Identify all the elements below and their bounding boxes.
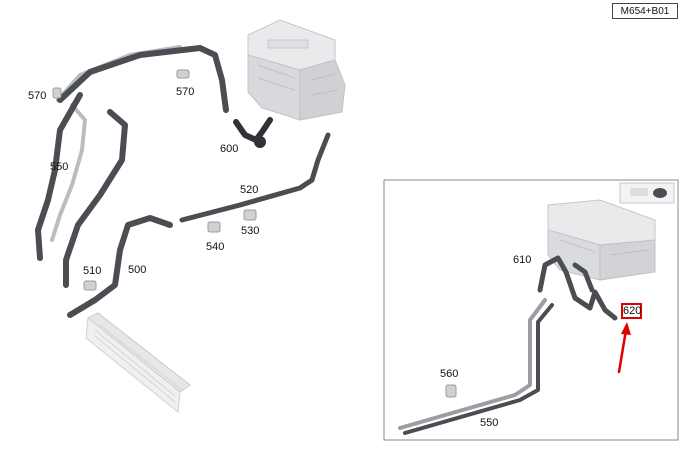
inset-clip-560 [445, 384, 457, 398]
clip-540 [207, 221, 221, 233]
hose-500 [67, 215, 173, 318]
clip-570-left [52, 87, 62, 99]
hose-upper-long [57, 45, 229, 113]
label-550-inset[interactable]: 550 [480, 417, 499, 429]
pipe-550-main-lower [50, 103, 88, 242]
battery-unit [247, 19, 346, 121]
hose-600 [233, 117, 273, 143]
clip-530 [243, 209, 257, 221]
inset-hose-610 [537, 255, 618, 321]
connector-600 [254, 136, 266, 148]
inset-pipe-550-b [403, 303, 554, 435]
inset-thumbnail [619, 182, 675, 204]
label-540[interactable]: 540 [206, 241, 225, 253]
hose-left-outer [35, 92, 83, 261]
label-520[interactable]: 520 [240, 184, 259, 196]
inset-pipe-550-a [398, 298, 547, 430]
label-500[interactable]: 500 [128, 264, 147, 276]
clip-510 [83, 280, 97, 291]
clip-570 [176, 69, 190, 79]
label-550-main[interactable]: 550 [50, 161, 69, 173]
hose-left-inner [63, 109, 128, 288]
label-610[interactable]: 610 [513, 254, 532, 266]
radiator [85, 312, 191, 413]
label-510[interactable]: 510 [83, 265, 102, 277]
label-530[interactable]: 530 [241, 225, 260, 237]
label-600[interactable]: 600 [220, 143, 239, 155]
label-570-left[interactable]: 570 [28, 90, 47, 102]
label-570-top[interactable]: 570 [176, 86, 195, 98]
label-560[interactable]: 560 [440, 368, 459, 380]
hose-520 [179, 132, 331, 223]
red-arrow-icon [617, 322, 631, 374]
reference-code: M654+B01 [612, 3, 678, 19]
label-620-highlighted[interactable]: 620 [621, 303, 642, 319]
inset-hose-upper [572, 262, 595, 293]
